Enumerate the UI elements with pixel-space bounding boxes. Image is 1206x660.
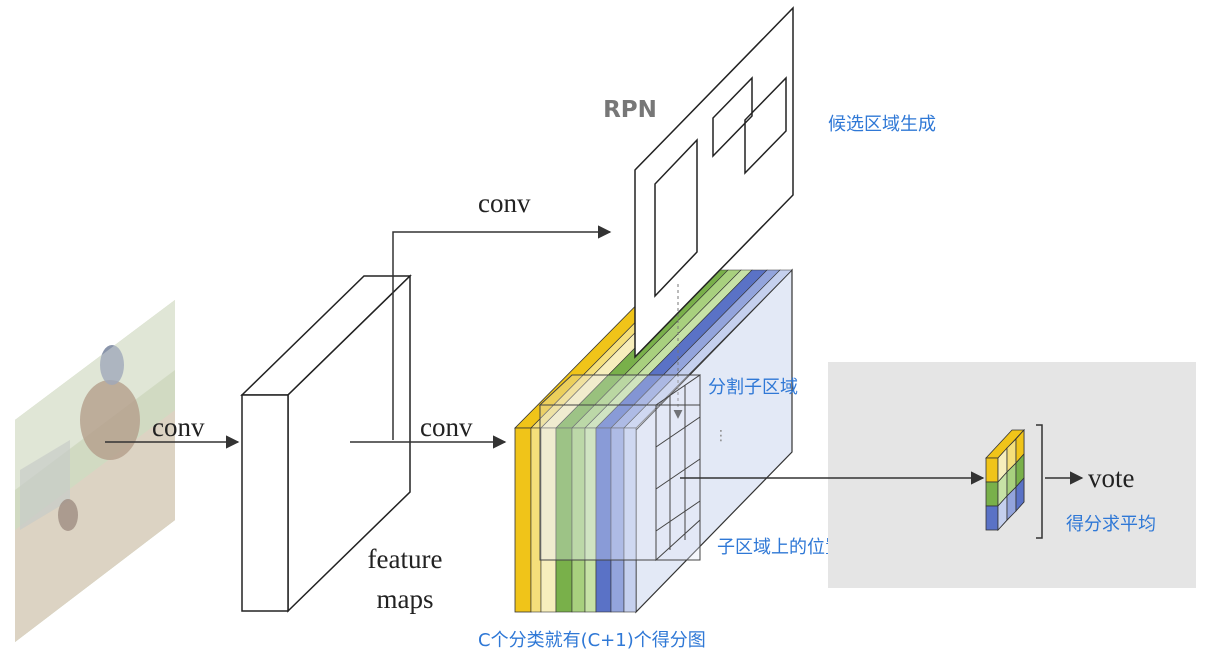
conv-arrow-rpn xyxy=(392,225,612,440)
rpn-plane xyxy=(634,6,794,359)
roi-projection xyxy=(538,284,701,562)
pooled-score-grid xyxy=(985,428,1025,532)
score-average-label: 得分求平均 xyxy=(1066,514,1156,535)
conv-label-input: conv xyxy=(152,412,205,442)
score-maps-stack xyxy=(514,268,793,614)
more-maps-ellipsis: ⋮ xyxy=(714,428,728,444)
rpn-label: RPN xyxy=(603,97,657,123)
proposal-generation-label: 候选区域生成 xyxy=(828,114,936,135)
conv-label-rpn: conv xyxy=(478,188,531,218)
feature-maps-label-line2: maps xyxy=(377,584,434,614)
vote-label: vote xyxy=(1088,463,1135,493)
split-subregions-label: 分割子区域 xyxy=(708,377,798,398)
score-maps-caption: C个分类就有(C+1)个得分图 xyxy=(478,630,706,651)
conv-label-features: conv xyxy=(420,412,473,442)
feature-maps-label-line1: feature xyxy=(368,544,443,574)
feature-maps-block xyxy=(240,274,412,613)
vote-bracket xyxy=(1036,424,1043,539)
input-image xyxy=(15,300,175,642)
